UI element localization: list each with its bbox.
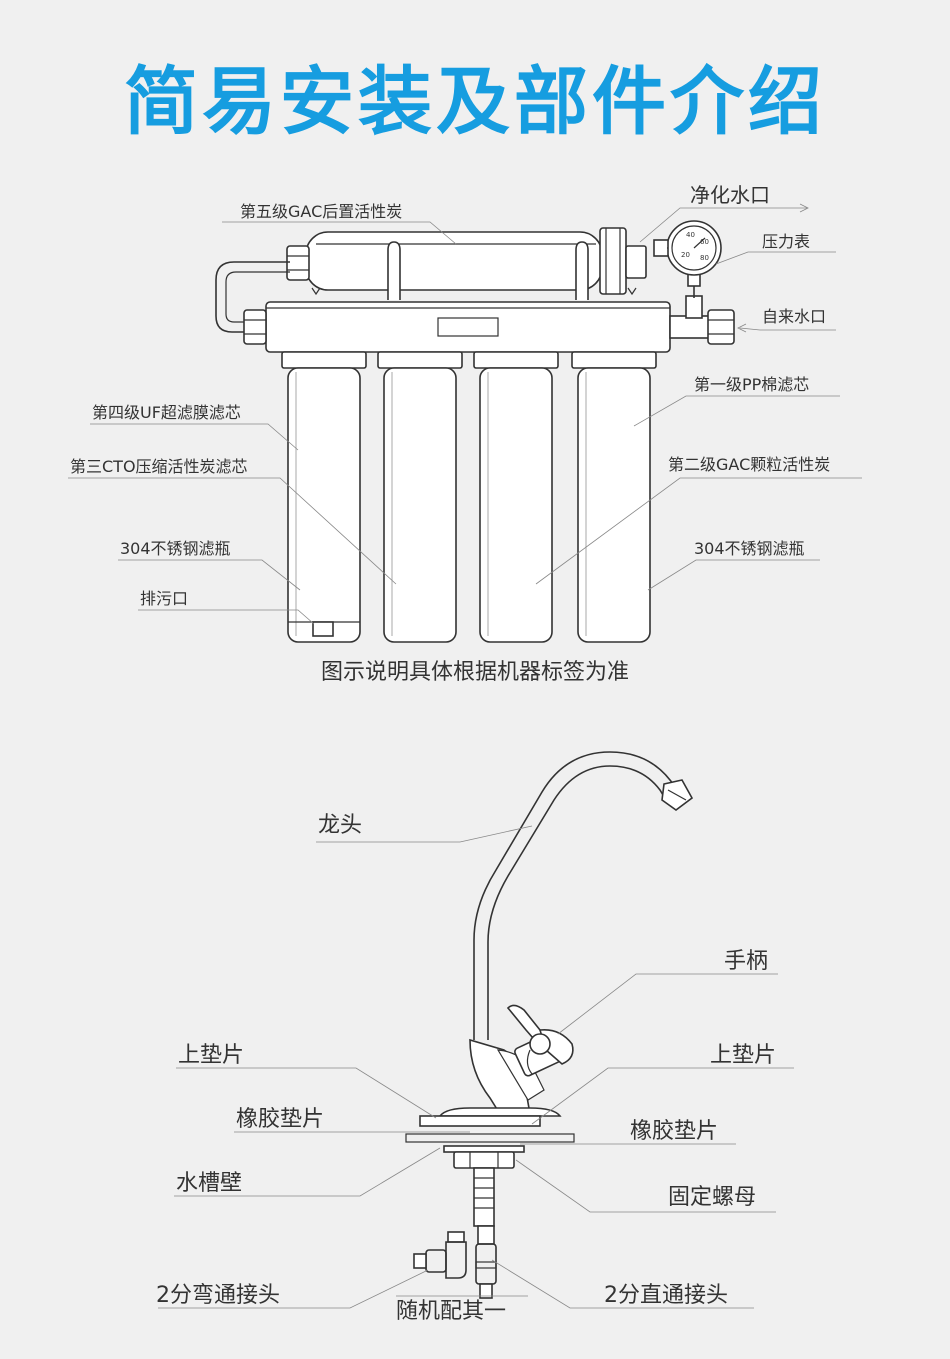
gauge-num-3: 60 (700, 238, 709, 246)
upper-gasket (419, 1115, 541, 1127)
page-title: 简易安装及部件介绍 (124, 59, 826, 145)
gauge-num-4: 80 (700, 254, 709, 262)
inlet-connector (669, 295, 735, 345)
gauge-num-1: 20 (681, 251, 690, 259)
elbow-connector (413, 1231, 467, 1279)
label-elbow-connector: 2分弯通接头 (156, 1283, 280, 1308)
filter-leaders (68, 203, 862, 625)
label-housing-right: 304不锈钢滤瓶 (694, 539, 805, 558)
base-flange (438, 1107, 562, 1117)
label-plate (437, 317, 499, 337)
faucet-spout (473, 751, 679, 1040)
faucet-handle (506, 1004, 574, 1075)
label-fixing-nut: 固定螺母 (668, 1185, 756, 1210)
label-faucet: 龙头 (318, 813, 362, 838)
label-stage5: 第五级GAC后置活性炭 (240, 202, 402, 221)
sink-wall (405, 1133, 575, 1143)
label-stage4: 第四级UF超滤膜滤芯 (92, 403, 241, 422)
rubber-gasket (443, 1145, 525, 1153)
label-drain: 排污口 (140, 589, 188, 608)
label-rubber-gasket-left: 橡胶垫片 (236, 1107, 324, 1132)
label-tap-inlet: 自来水口 (762, 307, 826, 326)
label-straight-connector: 2分直通接头 (604, 1283, 728, 1308)
note-text: 图示说明具体根据机器标签为准 (321, 660, 629, 685)
brackets (387, 241, 589, 300)
bypass-pipe (215, 261, 290, 333)
threaded-stem (473, 1167, 495, 1227)
label-housing-left: 304不锈钢滤瓶 (120, 539, 231, 558)
straight-connector (475, 1225, 497, 1299)
label-handle: 手柄 (724, 949, 768, 974)
drain-plug (312, 621, 334, 637)
stage5-tube (286, 227, 647, 296)
label-stage3: 第三CTO压缩活性炭滤芯 (70, 457, 248, 476)
filter-system: 20 40 60 80 (215, 220, 735, 643)
faucet-leaders (158, 825, 794, 1309)
label-upper-gasket-left: 上垫片 (178, 1043, 244, 1068)
label-upper-gasket-right: 上垫片 (710, 1043, 776, 1068)
filter-housings (281, 351, 657, 643)
label-random-one: 随机配其一 (396, 1299, 506, 1324)
label-pressure-gauge: 压力表 (762, 232, 810, 251)
manifold-head (243, 301, 671, 353)
fixing-nut (453, 1151, 515, 1169)
label-sink-wall: 水槽壁 (176, 1171, 242, 1196)
label-stage1: 第一级PP棉滤芯 (694, 375, 809, 394)
label-stage2: 第二级GAC颗粒活性炭 (668, 455, 830, 474)
gauge-num-2: 40 (686, 231, 695, 239)
label-purified-outlet: 净化水口 (690, 183, 770, 207)
faucet (405, 751, 694, 1299)
label-rubber-gasket-right: 橡胶垫片 (630, 1119, 718, 1144)
pressure-gauge: 20 40 60 80 (653, 220, 722, 298)
